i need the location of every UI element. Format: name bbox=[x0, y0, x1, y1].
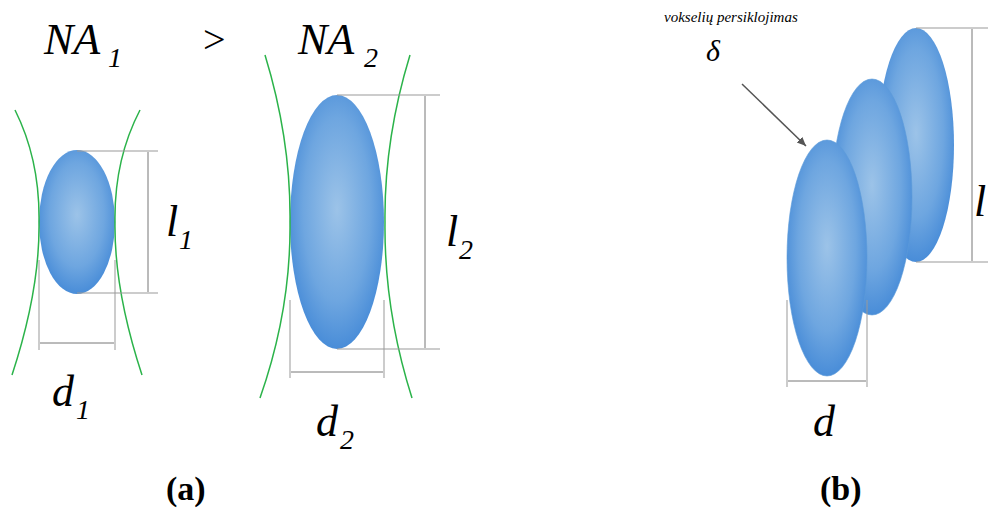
overlap-note: vokselių persiklojimas bbox=[664, 10, 798, 25]
overlap-symbol: δ bbox=[706, 36, 720, 66]
comparison-sign: > bbox=[203, 20, 226, 60]
beam-waist-curve bbox=[260, 55, 290, 398]
dimension-label: d bbox=[316, 400, 338, 444]
aperture-label: NA bbox=[44, 18, 100, 62]
subscript: 2 bbox=[459, 236, 473, 264]
dimension-lines bbox=[39, 151, 158, 350]
voxel-front bbox=[787, 140, 867, 376]
voxel-1 bbox=[39, 150, 115, 294]
dimension-label: l bbox=[974, 180, 986, 224]
panel-label: (a) bbox=[166, 472, 206, 506]
aperture-label: NA bbox=[298, 18, 354, 62]
dimension-lines bbox=[787, 28, 988, 387]
dimension-label: l bbox=[446, 210, 458, 254]
dimension-label: l bbox=[166, 200, 178, 244]
subscript: 1 bbox=[76, 396, 90, 424]
subscript: 2 bbox=[364, 44, 378, 72]
dimension-label: d bbox=[813, 400, 835, 444]
panel-label: (b) bbox=[820, 472, 862, 506]
beam-waist-curve bbox=[115, 110, 142, 375]
leader-arrow bbox=[742, 84, 806, 146]
voxel-2 bbox=[290, 95, 384, 349]
dimension-label: d bbox=[52, 370, 74, 414]
subscript: 1 bbox=[108, 44, 122, 72]
dimension-lines bbox=[290, 95, 440, 378]
subscript: 1 bbox=[179, 226, 193, 254]
beam-waist-curve bbox=[12, 110, 39, 375]
beam-waist-curve bbox=[385, 55, 412, 398]
subscript: 2 bbox=[340, 426, 354, 454]
